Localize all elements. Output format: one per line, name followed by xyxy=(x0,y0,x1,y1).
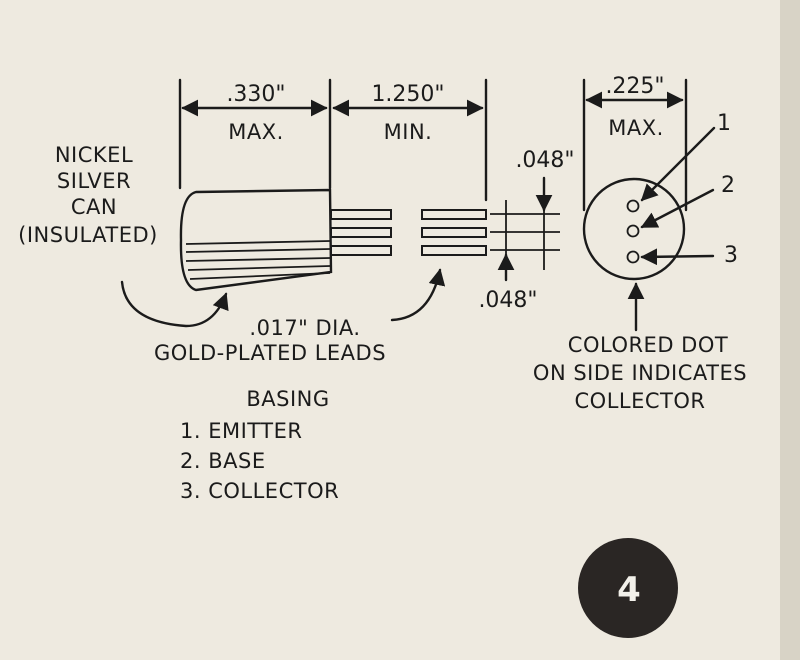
lead-3-segment xyxy=(330,245,392,256)
basing-title: BASING xyxy=(246,387,329,411)
lead-2-segment xyxy=(330,227,392,238)
pin-3-leader xyxy=(640,248,715,266)
page-edge-shadow xyxy=(780,0,800,660)
can-length-value: .330" xyxy=(226,82,285,107)
basing-item-collector: 3. COLLECTOR xyxy=(180,479,339,503)
lead-spacing-dimension xyxy=(490,176,560,282)
lead-2-end xyxy=(421,227,487,238)
lead-1-segment xyxy=(330,209,392,220)
can-label-line-1: NICKEL xyxy=(55,143,133,167)
can-body-outline xyxy=(179,188,333,292)
can-side-view xyxy=(179,188,333,292)
end-view xyxy=(582,78,716,332)
can-label-line-2: SILVER xyxy=(57,169,131,193)
lead-3-end xyxy=(421,245,487,256)
pin-hole-3 xyxy=(626,250,640,264)
pin-number-2: 2 xyxy=(721,173,735,198)
dot-label-line-3: COLLECTOR xyxy=(575,389,706,413)
lead-spacing-top-value: .048" xyxy=(515,148,574,173)
can-label-line-3: CAN xyxy=(71,195,117,219)
leads-near-can xyxy=(330,209,392,256)
figure-number: 4 xyxy=(617,570,641,610)
length-dimensions xyxy=(178,78,488,202)
dot-label-line-2: ON SIDE INDICATES xyxy=(533,361,747,385)
can-band-line xyxy=(185,257,331,262)
lead-1-end xyxy=(421,209,487,220)
can-label-line-4: (INSULATED) xyxy=(18,223,158,247)
diameter-value: .225" xyxy=(605,74,664,99)
leads-material-label: GOLD-PLATED LEADS xyxy=(154,341,386,365)
pin-1-leader xyxy=(640,126,716,202)
lead-spacing-bottom-value: .048" xyxy=(478,288,537,313)
can-band-line xyxy=(189,272,331,280)
basing-item-emitter: 1. EMITTER xyxy=(180,419,302,443)
pin-2-leader xyxy=(640,188,715,229)
pin-hole-1 xyxy=(626,199,640,213)
can-end-circle xyxy=(582,177,686,281)
pin-hole-2 xyxy=(626,224,640,238)
figure-number-badge: 4 xyxy=(578,538,678,638)
diameter-qualifier: MAX. xyxy=(608,116,664,140)
lead-length-value: 1.250" xyxy=(371,82,444,107)
leads-arrow-right xyxy=(390,268,446,322)
can-band-line xyxy=(185,240,331,245)
can-band-line xyxy=(187,265,331,271)
leads-diameter-label: .017" DIA. xyxy=(249,316,360,340)
pin-number-3: 3 xyxy=(724,243,738,268)
basing-item-base: 2. BASE xyxy=(180,449,266,473)
leads-far-end xyxy=(421,209,487,256)
lead-length-qualifier: MIN. xyxy=(384,120,433,144)
pin-number-1: 1 xyxy=(717,111,731,136)
can-band-line xyxy=(185,248,331,253)
leads-arrow-left xyxy=(120,280,229,328)
can-length-qualifier: MAX. xyxy=(228,120,284,144)
dot-label-line-1: COLORED DOT xyxy=(568,333,728,357)
